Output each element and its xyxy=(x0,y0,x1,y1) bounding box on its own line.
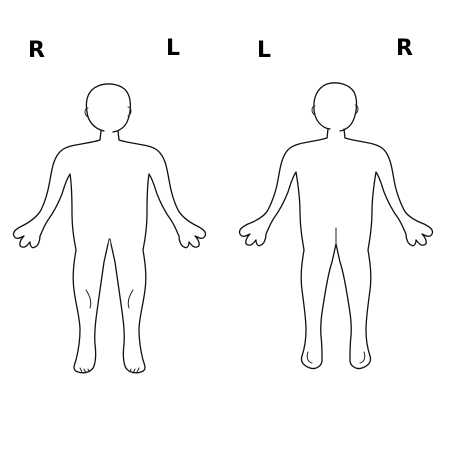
back-left-side-label: L xyxy=(257,38,272,63)
front-toes-left xyxy=(79,367,90,374)
front-view-figure xyxy=(12,83,207,374)
front-knee-right xyxy=(127,289,134,309)
back-ear-right xyxy=(354,104,359,115)
back-heel-left xyxy=(306,351,313,364)
back-body-left xyxy=(238,128,337,370)
front-toes-right xyxy=(129,367,140,374)
front-crotch xyxy=(107,238,112,245)
back-view-figure xyxy=(238,82,434,370)
front-body-left xyxy=(12,130,109,374)
front-right-side-label: R xyxy=(28,38,45,63)
front-body-right xyxy=(110,130,207,374)
front-ear-right xyxy=(127,106,132,117)
front-left-side-label: L xyxy=(166,36,181,61)
front-ear-left xyxy=(84,107,89,118)
back-head xyxy=(313,82,358,132)
front-knee-left xyxy=(85,289,92,309)
front-head xyxy=(85,83,132,133)
back-heel-right xyxy=(359,351,366,364)
back-right-side-label: R xyxy=(396,36,413,61)
back-ear-left xyxy=(311,105,316,116)
back-body-right xyxy=(335,128,434,370)
